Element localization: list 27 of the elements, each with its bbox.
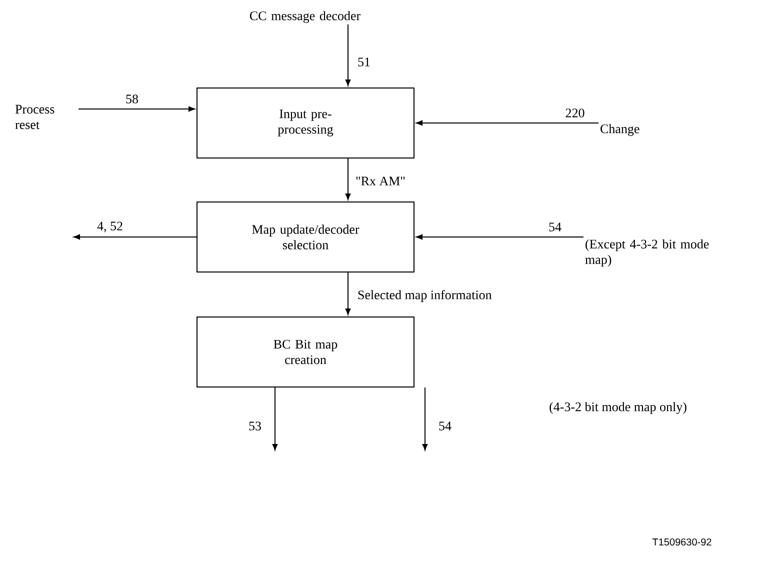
process-box: BC Bit map creation (196, 316, 414, 388)
figure-code: T1509630-92 (652, 538, 712, 546)
source-text: CC message decoder (250, 11, 360, 23)
edge-label: 53 (248, 420, 262, 432)
edge-label: "Rx AM" (354, 176, 406, 186)
arrow (422, 387, 428, 450)
edge-label: 4, 52 (96, 220, 124, 234)
source-text: (Except 4-3-2 bit mode map) (585, 239, 709, 267)
arrow (416, 234, 584, 240)
source-text: Change (600, 124, 640, 136)
edge-label: 54 (548, 222, 562, 232)
source-text: Process reset (15, 104, 54, 130)
edge-label: Selected map information (356, 289, 493, 303)
note-text: (4-3-2 bit mode map only) (550, 402, 686, 414)
process-box: Input pre-processing (196, 88, 414, 158)
arrow (345, 158, 351, 200)
edge-label: 58 (124, 94, 140, 104)
arrow (74, 234, 197, 240)
arrow (345, 272, 351, 315)
process-box: Map update/decoder selection (196, 202, 414, 272)
edge-label: 54 (438, 420, 452, 432)
edge-label: 51 (356, 56, 372, 68)
arrow (272, 387, 278, 450)
edge-label: 220 (564, 108, 586, 118)
arrow (78, 106, 195, 112)
arrow (345, 24, 351, 86)
arrow (416, 120, 599, 126)
